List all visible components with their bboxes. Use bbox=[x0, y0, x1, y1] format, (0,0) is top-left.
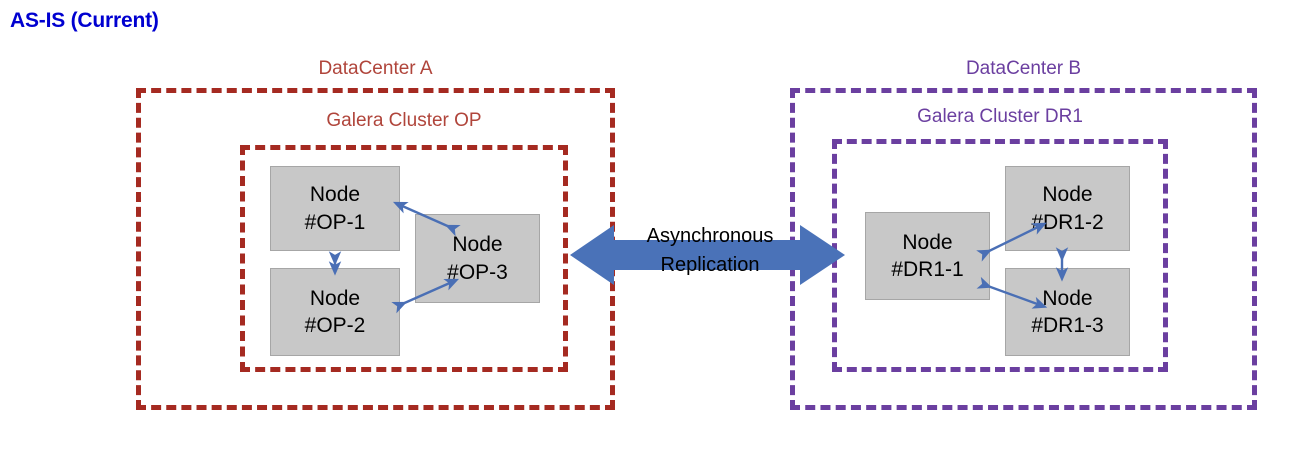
node-op-2[interactable]: Node #OP-2 bbox=[270, 268, 400, 356]
replication-label: Asynchronous Replication bbox=[610, 222, 810, 280]
node-op-1-line1: Node bbox=[309, 183, 361, 207]
node-dr1-3-line2: #DR1-3 bbox=[1031, 314, 1104, 337]
node-op-3-line2: #OP-3 bbox=[447, 260, 508, 284]
galera-cluster-op-label: Galera Cluster OP bbox=[326, 110, 482, 131]
node-op-3-line1: Node bbox=[452, 233, 503, 257]
galera-cluster-op-boundary bbox=[240, 145, 568, 372]
replication-label-line1: Asynchronous bbox=[646, 225, 774, 247]
node-dr1-2-line1: Node bbox=[1042, 183, 1093, 207]
replication-label-line2: Replication bbox=[660, 254, 760, 276]
node-dr1-1-line1: Node bbox=[902, 230, 953, 254]
node-dr1-3[interactable]: Node #DR1-3 bbox=[1005, 268, 1130, 356]
node-dr1-1-line2: #DR1-1 bbox=[891, 258, 964, 281]
page-title: AS-IS (Current) bbox=[10, 9, 159, 32]
datacenter-a-label: DataCenter A bbox=[318, 58, 433, 79]
node-op-3[interactable]: Node #OP-3 bbox=[415, 214, 540, 303]
datacenter-b-label: DataCenter B bbox=[965, 58, 1082, 79]
galera-cluster-dr1-label: Galera Cluster DR1 bbox=[917, 106, 1083, 127]
node-op-1[interactable]: Node #OP-1 bbox=[270, 166, 400, 251]
node-op-2-line2: #OP-2 bbox=[304, 314, 366, 337]
node-op-2-line1: Node bbox=[309, 286, 361, 310]
node-dr1-2[interactable]: Node #DR1-2 bbox=[1005, 166, 1130, 251]
node-dr1-3-line1: Node bbox=[1042, 286, 1093, 310]
node-op-1-line2: #OP-1 bbox=[304, 210, 366, 234]
node-dr1-2-line2: #DR1-2 bbox=[1031, 210, 1104, 234]
node-dr1-1[interactable]: Node #DR1-1 bbox=[865, 212, 990, 300]
